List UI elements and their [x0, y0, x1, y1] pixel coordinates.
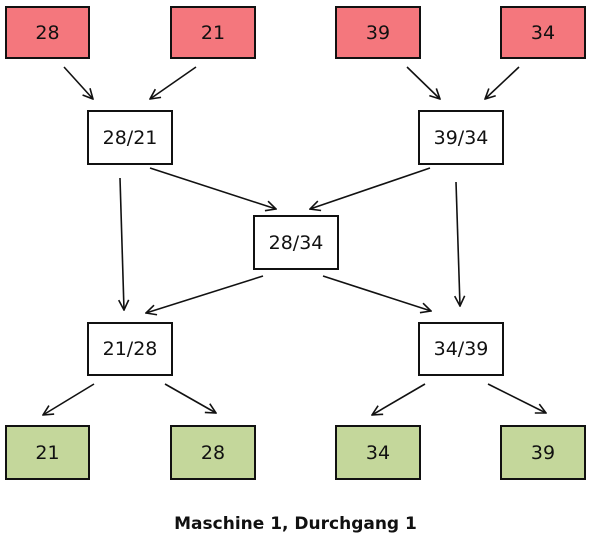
arrow-c2-to-c3a [146, 275, 264, 313]
comparator-right-top: 39/34 [418, 110, 504, 165]
input-box-3: 39 [335, 6, 421, 59]
arrow-c3b-to-out2 [372, 383, 426, 415]
comparator-right-bottom: 34/39 [418, 322, 504, 376]
input-box-4: 34 [500, 6, 586, 59]
arrow-c1b-to-c2 [310, 167, 431, 209]
arrow-c1a-to-c3a [120, 177, 124, 310]
output-box-3: 34 [335, 425, 421, 480]
arrow-c2-to-c3b [322, 275, 431, 311]
arrow-c3b-to-out3 [487, 383, 546, 413]
comparator-left-bottom: 21/28 [87, 322, 173, 376]
arrow-c1b-to-c3b [456, 181, 460, 306]
arrow-c1a-to-c2 [149, 167, 276, 209]
output-box-1: 21 [5, 425, 90, 480]
arrow-in2-to-c1b [406, 66, 440, 99]
diagram-caption: Maschine 1, Durchgang 1 [174, 514, 417, 534]
output-box-2: 28 [170, 425, 256, 480]
comparator-middle: 28/34 [253, 215, 339, 270]
arrow-in1-to-c1a [150, 66, 197, 99]
arrow-c3a-to-out0 [43, 383, 95, 415]
input-box-1: 28 [5, 6, 90, 59]
comparator-left-top: 28/21 [87, 110, 173, 165]
input-box-2: 21 [170, 6, 256, 59]
arrow-in3-to-c1b [485, 66, 520, 99]
arrow-in0-to-c1a [63, 66, 93, 99]
arrow-c3a-to-out1 [164, 383, 216, 413]
output-box-4: 39 [500, 425, 586, 480]
